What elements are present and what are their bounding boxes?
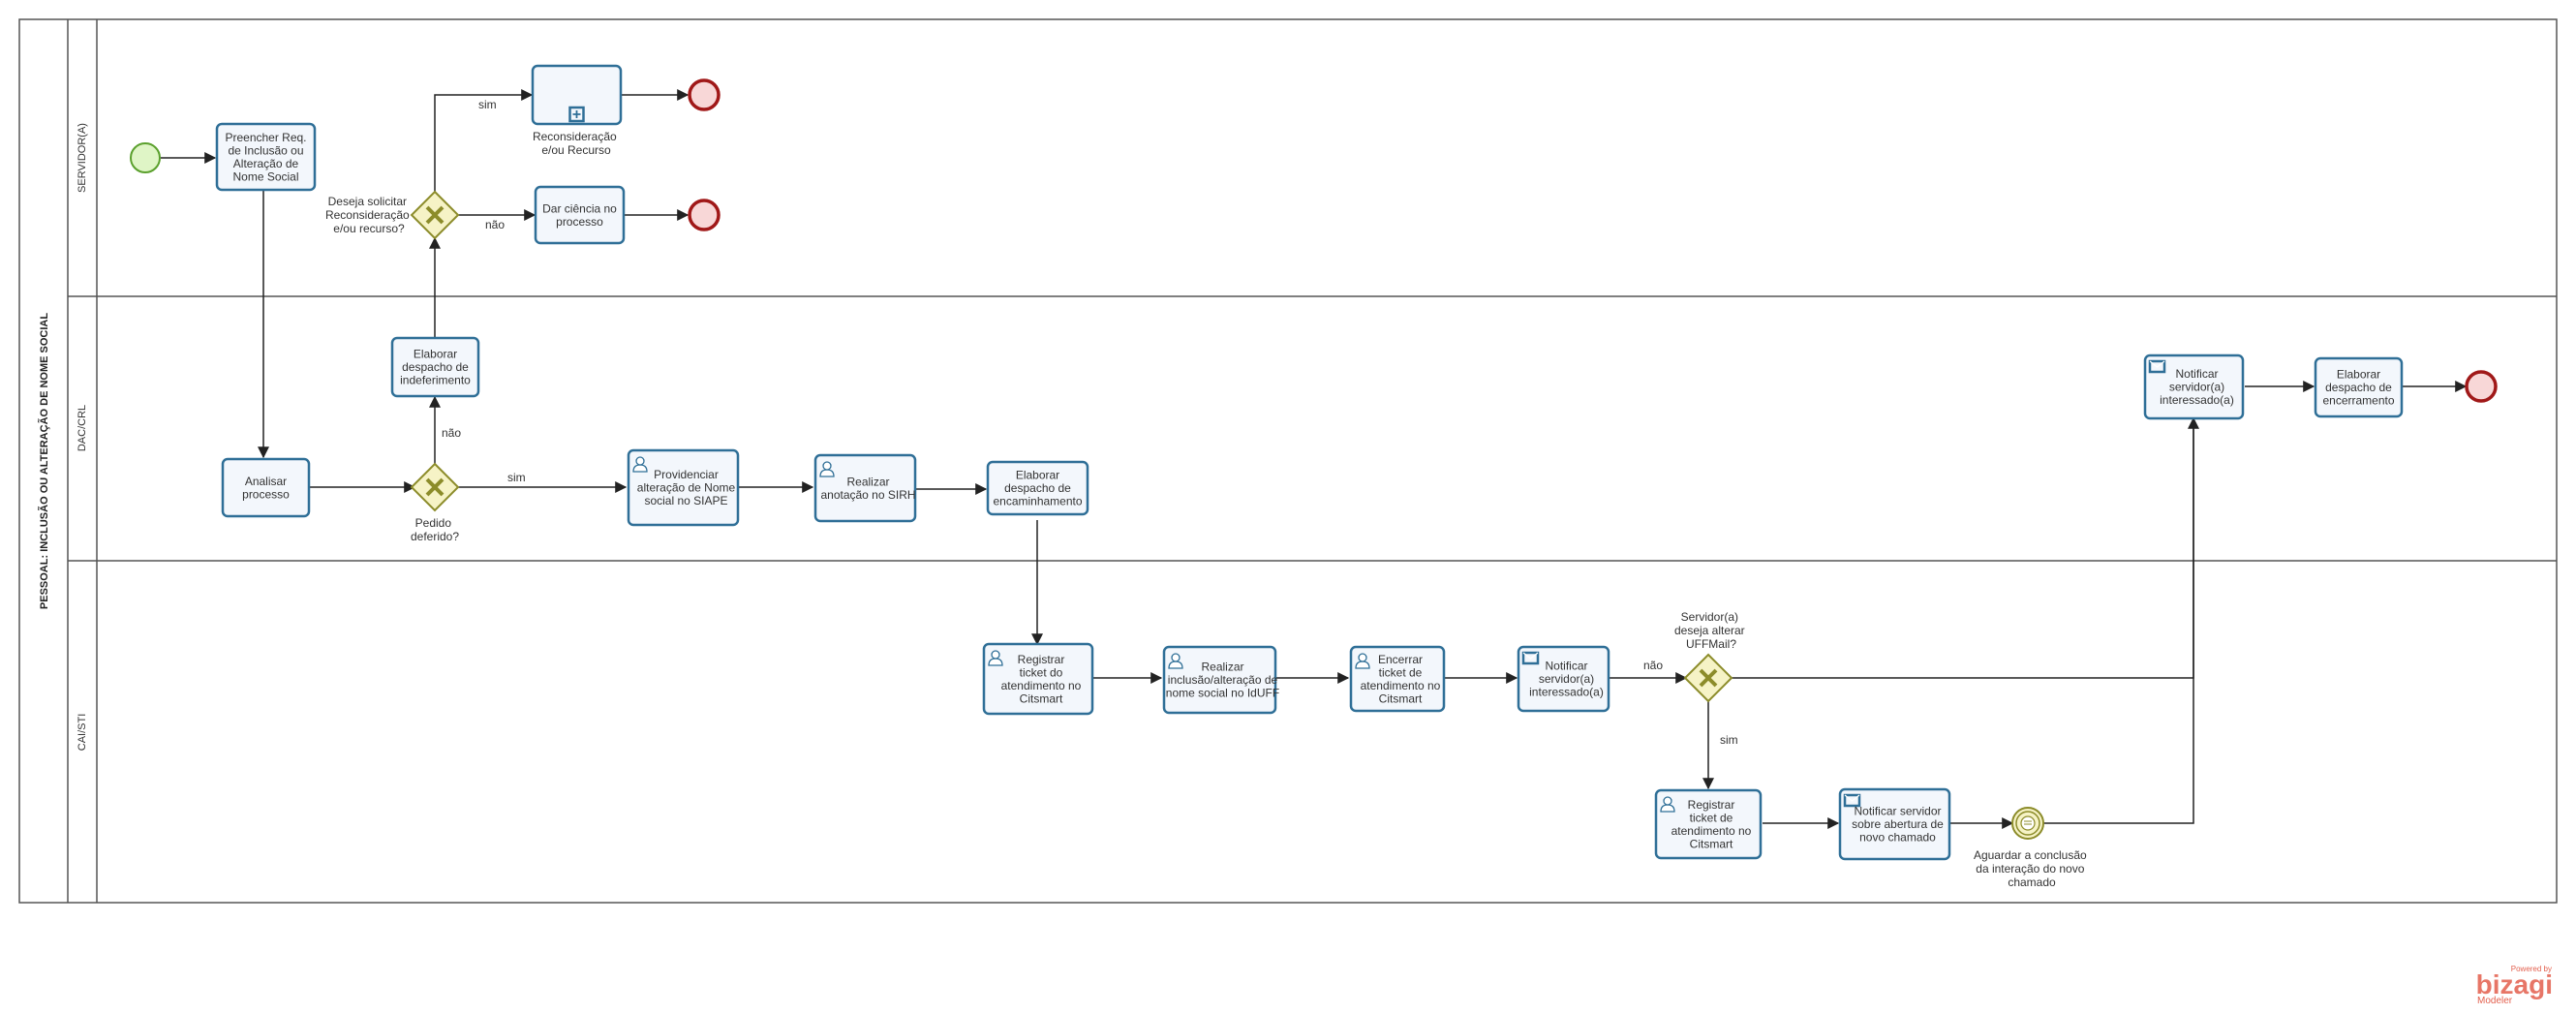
gateway-uffmail-label: Servidor(a) deseja alterar UFFMail? bbox=[1674, 610, 1748, 651]
gateway-uffmail bbox=[1683, 653, 1733, 703]
message-task-icon bbox=[2148, 359, 2166, 374]
task-reconsid bbox=[531, 64, 623, 126]
end-event-ciencia bbox=[688, 199, 721, 231]
user-task-icon bbox=[632, 456, 648, 473]
user-task-icon bbox=[988, 650, 1003, 666]
lane-title-servidor: SERVIDOR(A) bbox=[77, 123, 88, 193]
flow-label-sim-uffmail: sim bbox=[1720, 733, 1738, 747]
end-event-encerramento bbox=[2465, 370, 2498, 403]
flow-label-sim-recurso: sim bbox=[478, 98, 497, 111]
watermark-product: Modeler bbox=[2477, 996, 2513, 1006]
intermediate-label: Aguardar a conclusão da interação do nov… bbox=[1974, 848, 2090, 889]
flow-label-sim-deferido: sim bbox=[507, 471, 526, 484]
gateway-recurso-label: Deseja solicitar Reconsideração e/ou rec… bbox=[325, 195, 413, 235]
intermediate-timer-event bbox=[2011, 807, 2044, 840]
lane-title-cai: CAI/STI bbox=[77, 714, 88, 752]
pool-title: PESSOAL: INCLUSÃO OU ALTERAÇÃO DE NOME S… bbox=[38, 313, 50, 609]
subprocess-label-reconsideracao: Reconsideração e/ou Recurso bbox=[533, 130, 620, 157]
bizagi-watermark: Powered by bizagi Modeler bbox=[2476, 965, 2553, 1006]
pool-frame bbox=[18, 18, 2558, 904]
gateway-deferido-label: Pedido deferido? bbox=[411, 516, 459, 543]
user-task-icon bbox=[1168, 653, 1183, 669]
user-task-icon bbox=[1660, 796, 1675, 813]
gateway-recurso bbox=[410, 190, 460, 240]
end-event-reconsideracao bbox=[688, 78, 721, 111]
watermark-powered: Powered by bbox=[2511, 965, 2552, 973]
start-event bbox=[130, 142, 161, 173]
lane-title-dac: DAC/CRL bbox=[77, 405, 88, 451]
flow-label-nao-deferido: não bbox=[442, 426, 461, 440]
sequence-flows bbox=[161, 89, 2468, 829]
user-task-icon bbox=[819, 461, 835, 477]
gateway-deferido bbox=[410, 462, 460, 512]
flow-label-nao-recurso: não bbox=[485, 218, 505, 231]
user-task-icon bbox=[1355, 653, 1370, 669]
message-task-icon bbox=[1521, 651, 1540, 665]
flow-label-nao-uffmail: não bbox=[1643, 659, 1663, 672]
message-task-icon bbox=[1843, 793, 1861, 808]
watermark-brand: bizagi bbox=[2476, 969, 2553, 999]
